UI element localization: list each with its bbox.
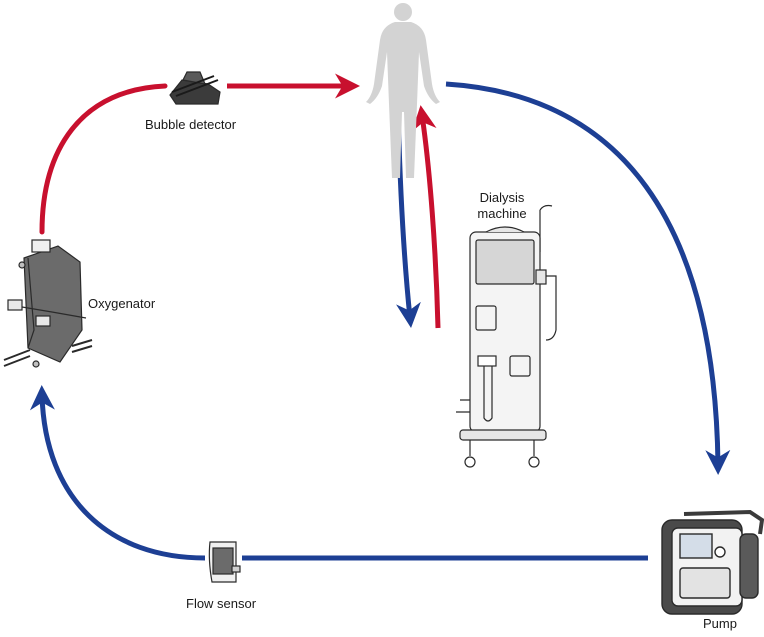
oxygenator-icon	[3, 239, 93, 368]
flow-sensor-icon	[208, 541, 241, 583]
bubble-detector-label: Bubble detector	[145, 117, 237, 132]
dialysis-machine-label: Dialysis machine	[470, 190, 534, 222]
flow-oxygenator-to-bubble-detector	[39, 83, 168, 235]
oxygenator-label: Oxygenator	[88, 296, 156, 311]
patient-icon	[366, 3, 440, 178]
bubble-detector-icon	[169, 71, 221, 105]
dialysis-label-line1: Dialysis	[479, 190, 525, 205]
dialysis-machine-icon	[456, 204, 557, 468]
flow-flow-sensor-to-oxygenator	[29, 385, 206, 561]
pump-icon	[661, 509, 764, 615]
flow-sensor-label: Flow sensor	[186, 596, 257, 611]
flow-dialysis-to-patient	[411, 105, 441, 329]
dialysis-label-line2: machine	[477, 206, 527, 221]
pump-label: Pump	[703, 616, 737, 631]
flow-patient-to-pump	[445, 81, 731, 475]
